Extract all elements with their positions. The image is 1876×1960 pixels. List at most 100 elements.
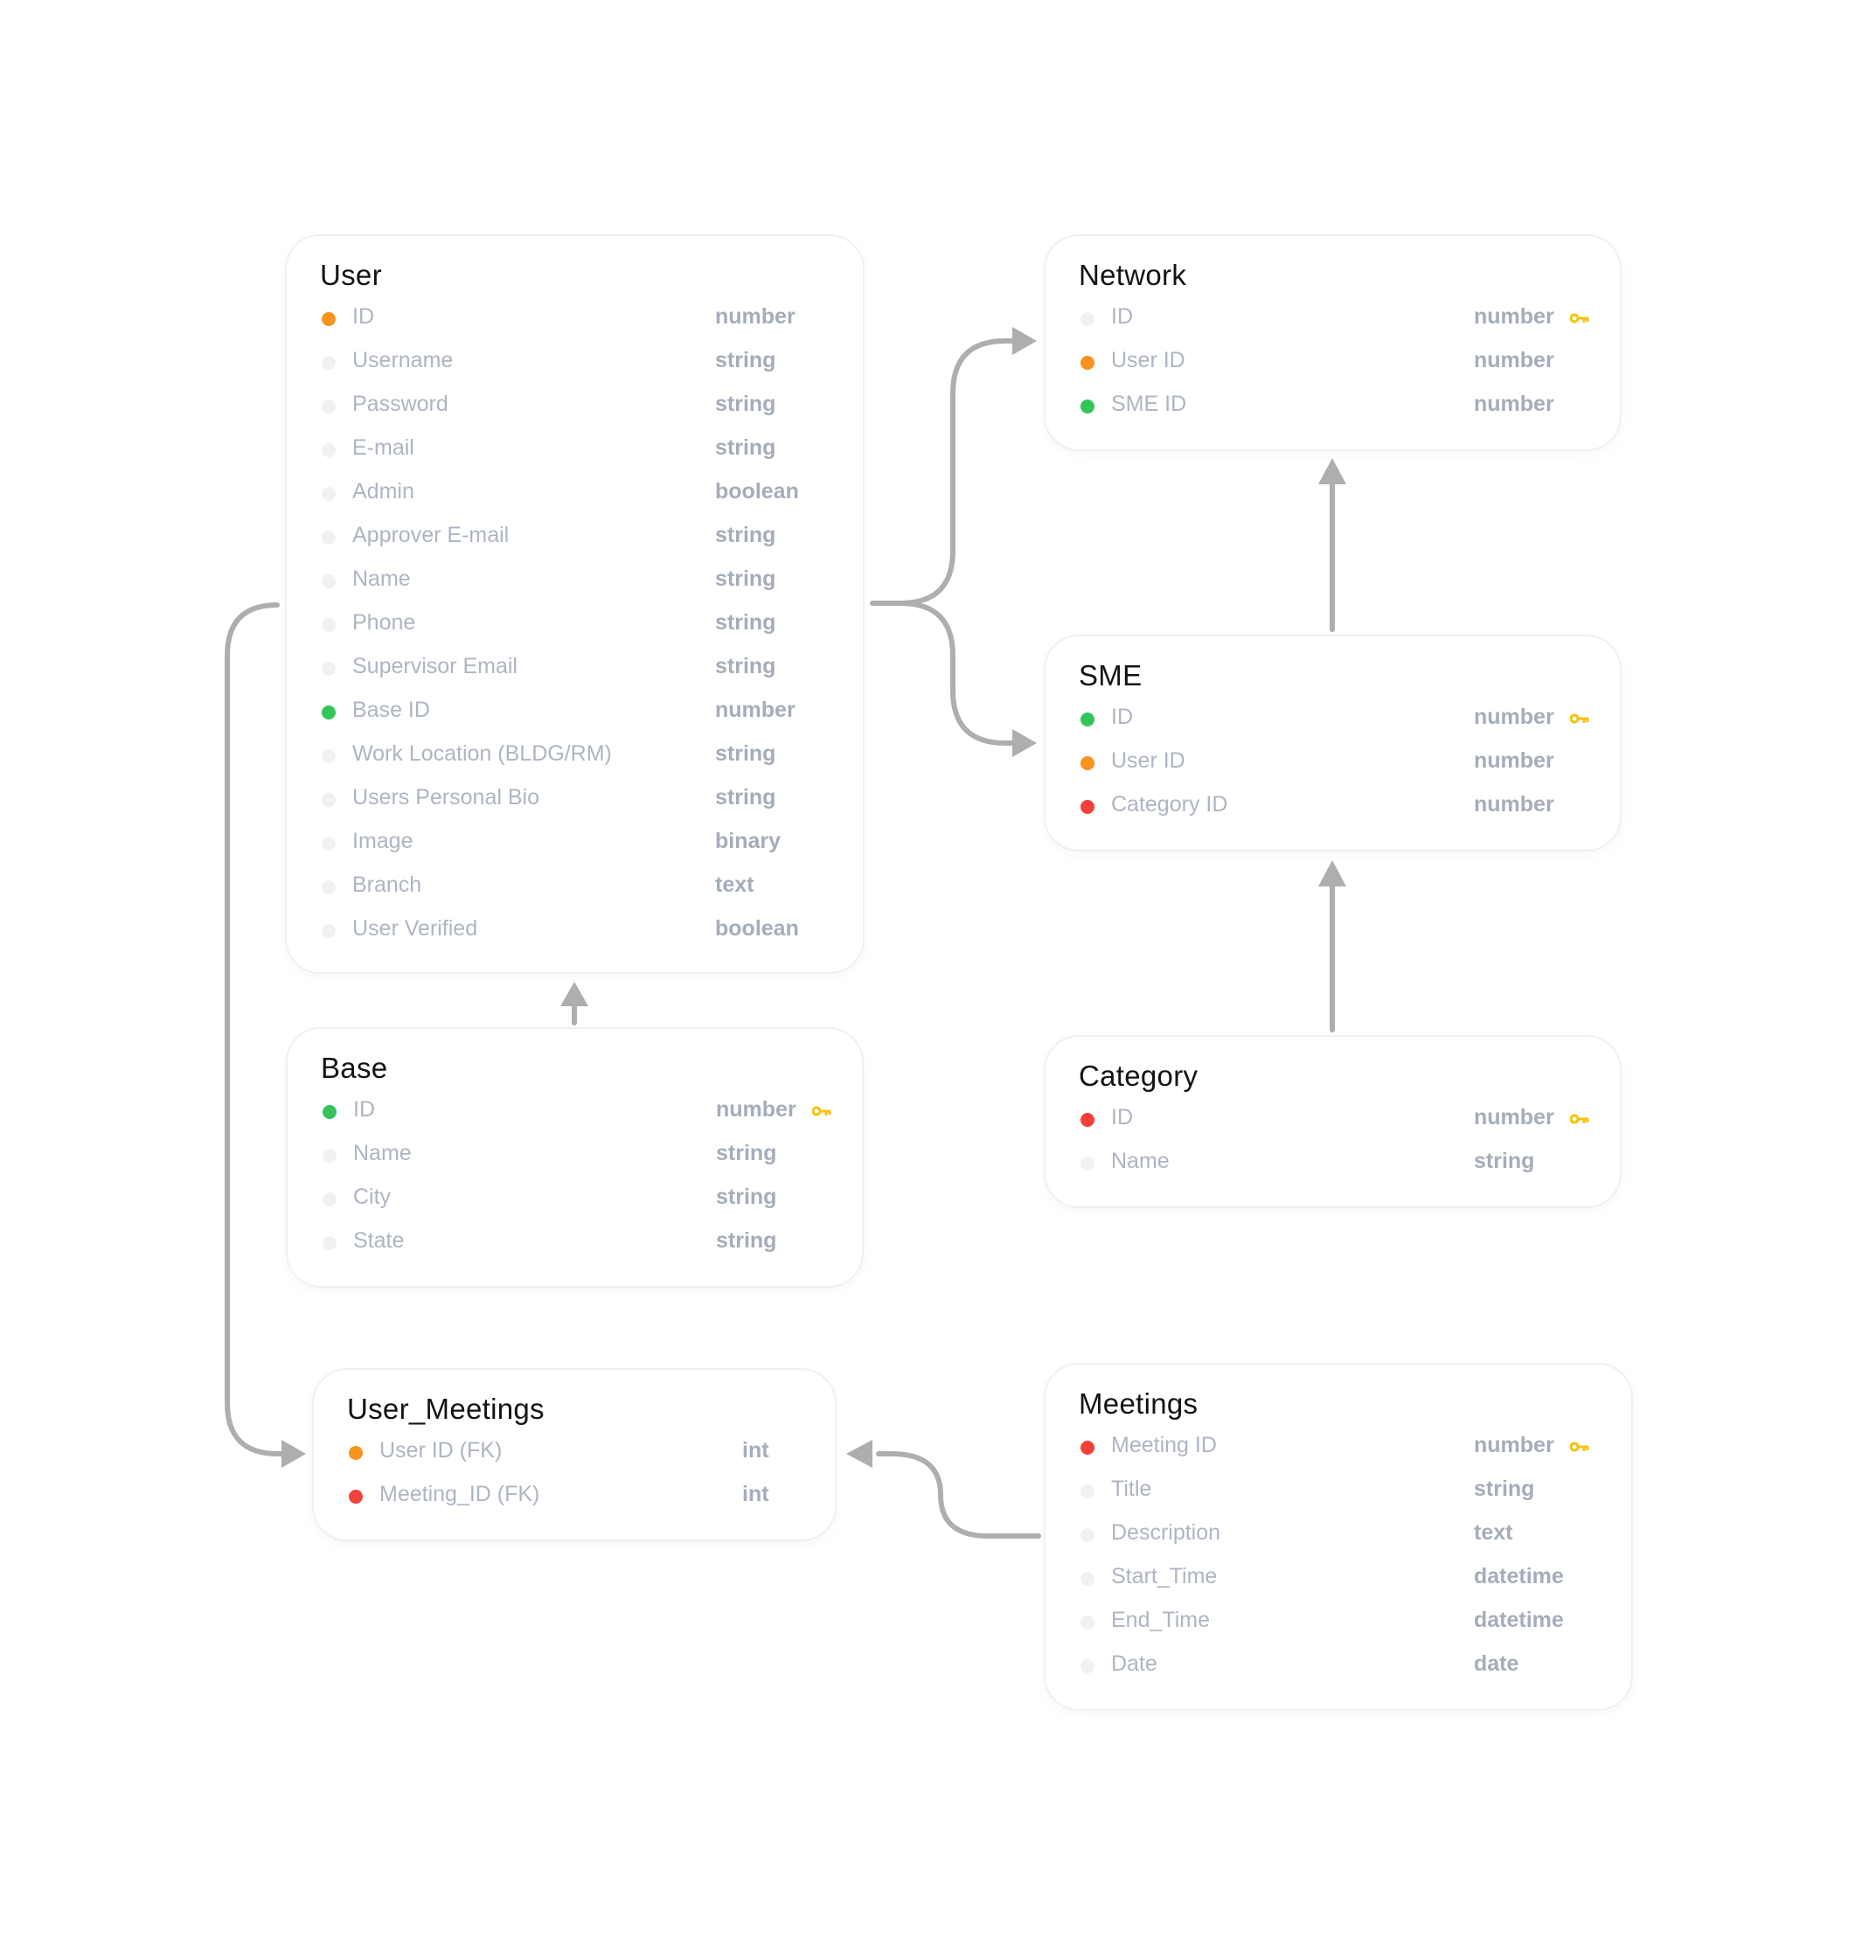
field-name: Work Location (BLDG/RM)	[352, 741, 612, 766]
field-none-dot-icon	[322, 924, 336, 938]
field-type: number	[1474, 304, 1554, 329]
field-none-dot-icon	[322, 618, 336, 632]
field-row[interactable]: Work Location (BLDG/RM) string	[287, 734, 863, 778]
field-name: User ID (FK)	[379, 1438, 503, 1463]
field-name: Admin	[352, 479, 414, 504]
primary-key-icon	[1569, 712, 1589, 725]
field-none-dot-icon	[323, 1192, 337, 1206]
field-type: number	[715, 698, 796, 722]
field-type: string	[715, 392, 776, 416]
field-name: Supervisor Email	[352, 654, 518, 678]
field-none-dot-icon	[1080, 1616, 1094, 1630]
field-type: number	[1474, 792, 1554, 817]
field-none-dot-icon	[322, 793, 336, 807]
field-name: Title	[1111, 1477, 1152, 1501]
field-type: string	[715, 523, 776, 547]
field-name: Meeting ID	[1111, 1433, 1217, 1457]
field-none-dot-icon	[322, 880, 336, 894]
field-none-dot-icon	[322, 487, 336, 501]
field-name: SME ID	[1111, 392, 1187, 416]
field-name: ID	[1111, 304, 1133, 329]
field-red-dot-icon	[349, 1490, 363, 1504]
arrowhead-user-meetings	[281, 1440, 306, 1468]
field-type: number	[1474, 748, 1554, 773]
field-none-dot-icon	[322, 531, 336, 545]
field-green-dot-icon	[1080, 400, 1094, 414]
field-red-dot-icon	[1080, 800, 1094, 814]
arrowhead-category-sme	[1318, 860, 1346, 886]
field-name: Name	[1111, 1149, 1170, 1173]
field-name: End_Time	[1111, 1608, 1211, 1632]
field-name: ID	[353, 1097, 375, 1122]
field-row[interactable]: User ID number	[1046, 741, 1620, 785]
field-type: date	[1474, 1651, 1519, 1676]
field-row[interactable]: ID number	[1046, 297, 1620, 341]
field-row[interactable]: User ID (FK) int	[314, 1431, 835, 1475]
arrowhead-meetings	[846, 1440, 872, 1468]
field-row[interactable]: Supervisor Email string	[287, 647, 863, 691]
field-type: int	[742, 1438, 769, 1463]
field-name: Users Personal Bio	[352, 785, 539, 810]
field-type: string	[715, 610, 776, 635]
field-row[interactable]: Admin boolean	[287, 472, 863, 516]
field-none-dot-icon	[322, 837, 336, 851]
field-none-dot-icon	[322, 574, 336, 588]
field-name: Password	[352, 392, 448, 416]
field-row[interactable]: Password string	[287, 385, 863, 428]
field-type: boolean	[715, 479, 799, 504]
field-type: number	[716, 1097, 796, 1122]
field-type: binary	[715, 829, 782, 853]
field-name: City	[353, 1185, 392, 1209]
primary-key-icon	[1569, 1441, 1589, 1453]
primary-key-icon	[1569, 312, 1589, 324]
field-type: string	[716, 1141, 777, 1165]
field-type: string	[715, 741, 776, 766]
field-name: Username	[352, 348, 454, 372]
field-type: number	[715, 304, 796, 329]
field-none-dot-icon	[322, 662, 336, 676]
field-name: User Verified	[352, 916, 478, 941]
connector-user-network	[870, 338, 1017, 606]
field-row[interactable]: Meeting_ID (FK)int	[314, 1475, 835, 1519]
field-type: string	[715, 654, 776, 678]
field-name: User ID	[1111, 748, 1185, 773]
field-orange-dot-icon	[349, 1446, 363, 1460]
arrowhead-sme-network	[1318, 458, 1346, 484]
field-name: Description	[1111, 1520, 1221, 1545]
field-row[interactable]: ID number	[288, 1090, 862, 1134]
